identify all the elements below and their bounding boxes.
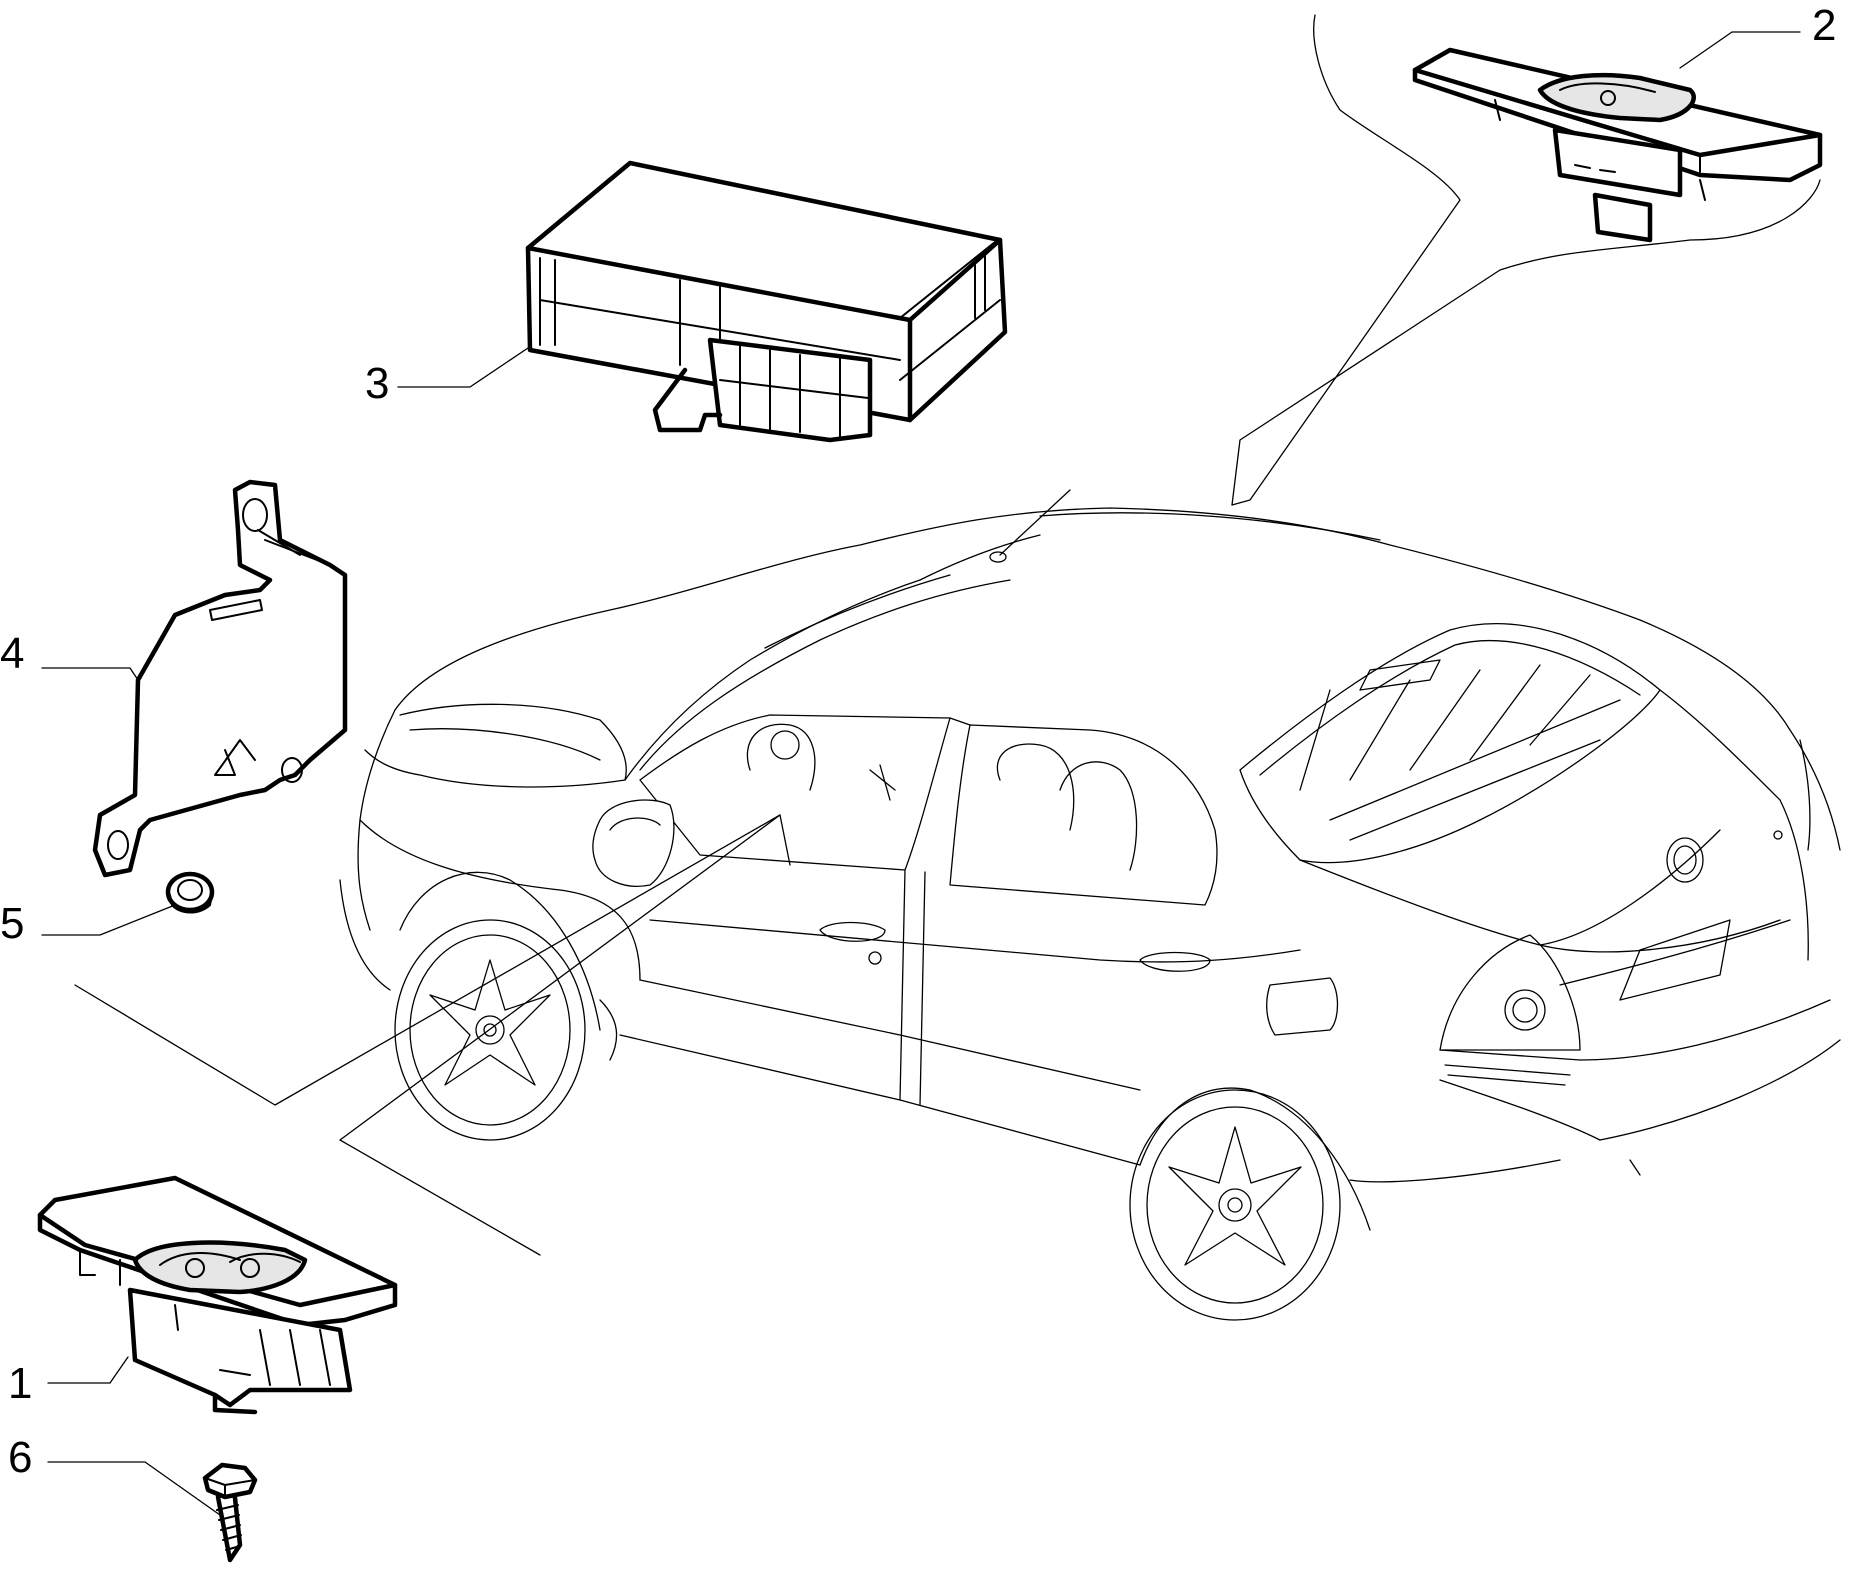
callout-1: 1 bbox=[8, 1359, 32, 1408]
callout-4: 4 bbox=[0, 629, 24, 678]
callout-3: 3 bbox=[365, 359, 389, 408]
sedan-car-icon bbox=[339, 489, 1841, 1321]
window-switch-panel-icon bbox=[37, 1175, 398, 1415]
nut-icon bbox=[165, 871, 215, 914]
callout-6: 6 bbox=[8, 1433, 32, 1482]
callout-5: 5 bbox=[0, 899, 24, 948]
mounting-bracket-icon bbox=[92, 479, 348, 878]
leader-lines bbox=[74, 14, 1821, 1256]
callout-2: 2 bbox=[1812, 1, 1836, 50]
callout-leaders bbox=[41, 31, 1801, 1516]
screw-icon bbox=[202, 1462, 258, 1563]
control-unit-module-icon bbox=[525, 160, 1008, 443]
window-switch-single-icon bbox=[1412, 47, 1823, 243]
